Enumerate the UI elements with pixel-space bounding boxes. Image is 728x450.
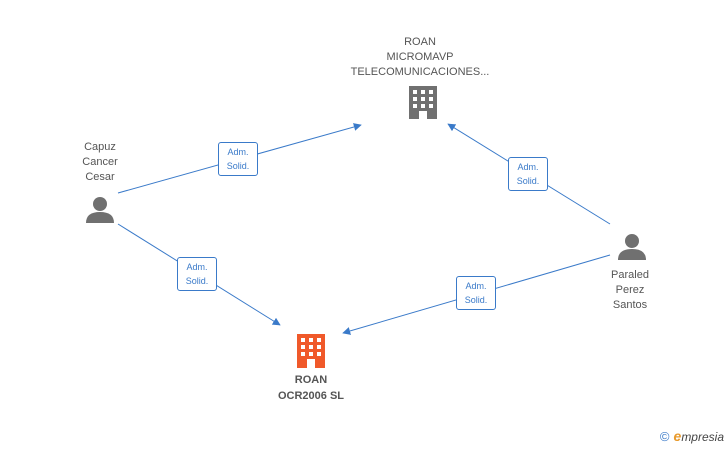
brand-text: mpresia bbox=[681, 430, 724, 444]
person-left-label[interactable]: Capuz Cancer Cesar bbox=[82, 141, 118, 183]
company-main-label[interactable]: ROAN OCR2006 SL bbox=[277, 374, 345, 402]
building-icon-company-main[interactable] bbox=[297, 334, 325, 368]
edge-label-line2: Solid. bbox=[226, 161, 250, 171]
brand-initial: e bbox=[673, 428, 682, 444]
edge-label-capuz-top: Adm. Solid. bbox=[218, 142, 258, 176]
edge-label-line1: Adm. bbox=[227, 147, 249, 157]
copyright-icon: © bbox=[659, 428, 670, 444]
person-icon-left[interactable] bbox=[86, 197, 114, 223]
edge-label-line1: Adm. bbox=[186, 262, 208, 272]
edge-label-paraled-top: Adm. Solid. bbox=[508, 157, 548, 191]
company-top-label[interactable]: ROAN MICROMAVP TELECOMUNICACIONES... bbox=[350, 36, 490, 78]
empresia-logo: empresia bbox=[674, 428, 724, 444]
edge-label-capuz-main: Adm. Solid. bbox=[177, 257, 217, 291]
building-icon-company-top[interactable] bbox=[409, 86, 437, 119]
edge-label-line2: Solid. bbox=[464, 295, 488, 305]
edge-label-line2: Solid. bbox=[185, 276, 209, 286]
edge-label-line2: Solid. bbox=[516, 176, 540, 186]
person-icon-right[interactable] bbox=[618, 234, 646, 260]
footer-brand[interactable]: © empresia bbox=[660, 426, 724, 446]
person-right-label[interactable]: Paraled Perez Santos bbox=[611, 269, 649, 311]
edge-label-line1: Adm. bbox=[465, 281, 487, 291]
edge-label-paraled-main: Adm. Solid. bbox=[456, 276, 496, 310]
edge-label-line1: Adm. bbox=[517, 162, 539, 172]
